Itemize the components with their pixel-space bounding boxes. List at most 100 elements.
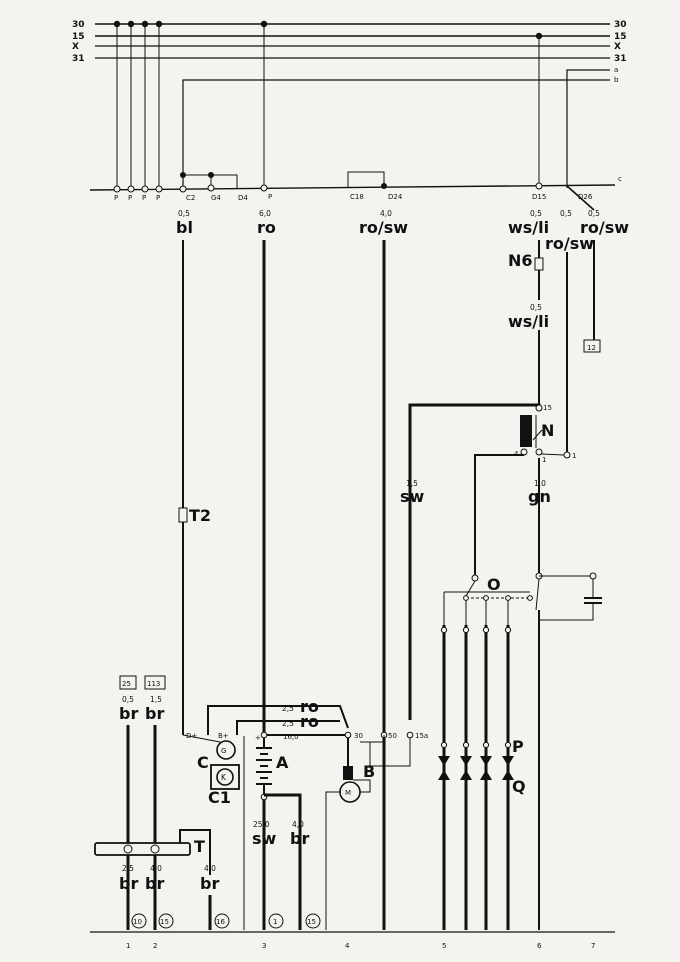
terminal-bplus: B+	[218, 732, 229, 740]
wire-bl-size: 0,5	[178, 209, 190, 218]
wire-rosw2-color: ro/sw	[545, 234, 594, 253]
connector-p-top: P	[268, 193, 272, 201]
connector-t2	[178, 507, 188, 523]
relay-n-terminal-15: 15	[543, 404, 552, 412]
connector-d26: D26	[578, 193, 593, 201]
relay-n-terminal-1a: 1	[542, 456, 546, 464]
label-c: C	[197, 753, 209, 772]
terminal-50: 50	[388, 732, 397, 740]
rail-x-label-right: X	[614, 42, 621, 52]
wire-rosw2-size: 0,5	[560, 209, 572, 218]
connector-g4: G4	[211, 194, 221, 202]
wire-rosw-color: ro/sw	[359, 218, 408, 237]
label-a: A	[276, 753, 289, 772]
rail-a-label: a	[614, 66, 618, 74]
wire-ro-size: 6,0	[259, 209, 271, 218]
rail-x-label: X	[72, 42, 79, 52]
fuse-drops	[113, 20, 543, 187]
connector-d4: D4	[238, 194, 248, 202]
connector-d24: D24	[388, 193, 403, 201]
connector-bus: c P P P P C2 G4 D4 P C18 D24 D15 D26	[89, 171, 622, 211]
wire-brl3-color: br	[200, 874, 219, 893]
generator-symbol: G	[221, 747, 226, 755]
relay-n-terminal-1b: 1	[572, 452, 576, 460]
label-o: O	[487, 575, 501, 594]
ground-ref-16: 16	[216, 918, 225, 926]
wire-ro25a-color: ro	[300, 697, 319, 716]
connector-c2: C2	[186, 194, 195, 202]
terminal-batplus: +	[255, 734, 261, 742]
rail-15-label: 15	[72, 32, 85, 42]
connector-p-2: P	[128, 194, 132, 202]
wire-br2-color: br	[145, 704, 164, 723]
label-p: P	[512, 737, 524, 756]
wire-ro-color: ro	[257, 218, 276, 237]
column-1: 1	[126, 942, 130, 950]
connector-p-4: P	[156, 194, 160, 202]
ref-12-box	[583, 339, 601, 353]
ref-113-label: 113	[147, 680, 160, 688]
rail-31-label: 31	[72, 54, 85, 64]
wire-br2-size: 1,5	[150, 695, 162, 704]
wire-br40-color: br	[290, 829, 309, 848]
wire-rosw3-size: 0,5	[588, 209, 600, 218]
lamp-bar: 25 113 0,5 br 1,5 br T 2,5 br 4,0 br 4,0…	[94, 675, 219, 930]
wire-sw25-color: sw	[252, 829, 277, 848]
label-t2: T2	[189, 506, 211, 525]
label-t: T	[194, 837, 205, 856]
wire-ro25a-size: 2,5	[282, 704, 294, 713]
main-wires	[182, 240, 595, 930]
label-b: B	[363, 762, 375, 781]
column-4: 4	[345, 942, 350, 950]
wire-wsli2-color: ws/li	[508, 312, 549, 331]
label-q: Q	[512, 777, 526, 796]
resistor-n6: N6	[508, 251, 544, 271]
wire-sw15-size: 1,5	[406, 479, 418, 488]
ref-12-label: 12	[587, 344, 596, 352]
wire-rosw-size: 4,0	[380, 209, 392, 218]
ref-25-label: 25	[122, 680, 131, 688]
column-5: 5	[442, 942, 446, 950]
terminal-15a: 15a	[415, 732, 428, 740]
wire-wsli2-size: 0,5	[530, 303, 542, 312]
ground-ref-15a: 15	[160, 918, 169, 926]
switch-o: O	[443, 572, 602, 930]
ground-ref-10: 10	[133, 918, 142, 926]
wire-labels-upper: 0,5 bl 6,0 ro 4,0 ro/sw 0,5 ws/li 0,5 ro…	[176, 209, 629, 253]
wire-br1-color: br	[119, 704, 138, 723]
rail-15-label-right: 15	[614, 32, 627, 42]
column-7: 7	[591, 942, 595, 950]
connector-d15: D15	[532, 193, 546, 201]
column-2: 2	[153, 942, 157, 950]
terminal-30: 30	[354, 732, 363, 740]
column-3: 3	[262, 942, 266, 950]
regulator-k-symbol: K	[221, 773, 227, 782]
connector-p-3: P	[142, 194, 146, 202]
wire-gn-size: 1,0	[534, 479, 546, 488]
wire-wsli1-size: 0,5	[530, 209, 542, 218]
connector-c18: C18	[350, 193, 364, 201]
power-rails: 30 15 X 31 30 15 X 31 a b	[72, 20, 627, 188]
wire-sw15-color: sw	[400, 487, 425, 506]
ground-ref-15b: 15	[307, 918, 316, 926]
battery-16-label: 16,0	[283, 733, 299, 741]
ground-rail: 10 15 16 1 15 1 2 3 4 5 6 7	[90, 913, 615, 950]
wire-wsli1-color: ws/li	[508, 218, 549, 237]
bus-c-label: c	[618, 175, 622, 183]
wire-brl3-size: 4,0	[204, 864, 216, 873]
terminal-dplus: D+	[186, 732, 197, 740]
label-c1: C1	[208, 788, 231, 807]
wire-sw25-size: 25,0	[253, 820, 270, 829]
wire-ro25b-color: ro	[300, 712, 319, 731]
rail-30-label-right: 30	[614, 20, 627, 30]
rail-b-label: b	[614, 76, 619, 84]
relay-n: 15 N 4 1 1	[408, 403, 576, 720]
wire-rosw3-color: ro/sw	[580, 218, 629, 237]
label-n: N	[541, 421, 554, 440]
wire-bl-color: bl	[176, 218, 193, 237]
column-6: 6	[537, 942, 542, 950]
connector-p-1: P	[114, 194, 118, 202]
wire-br1-size: 0,5	[122, 695, 134, 704]
ground-ref-1: 1	[273, 918, 277, 926]
